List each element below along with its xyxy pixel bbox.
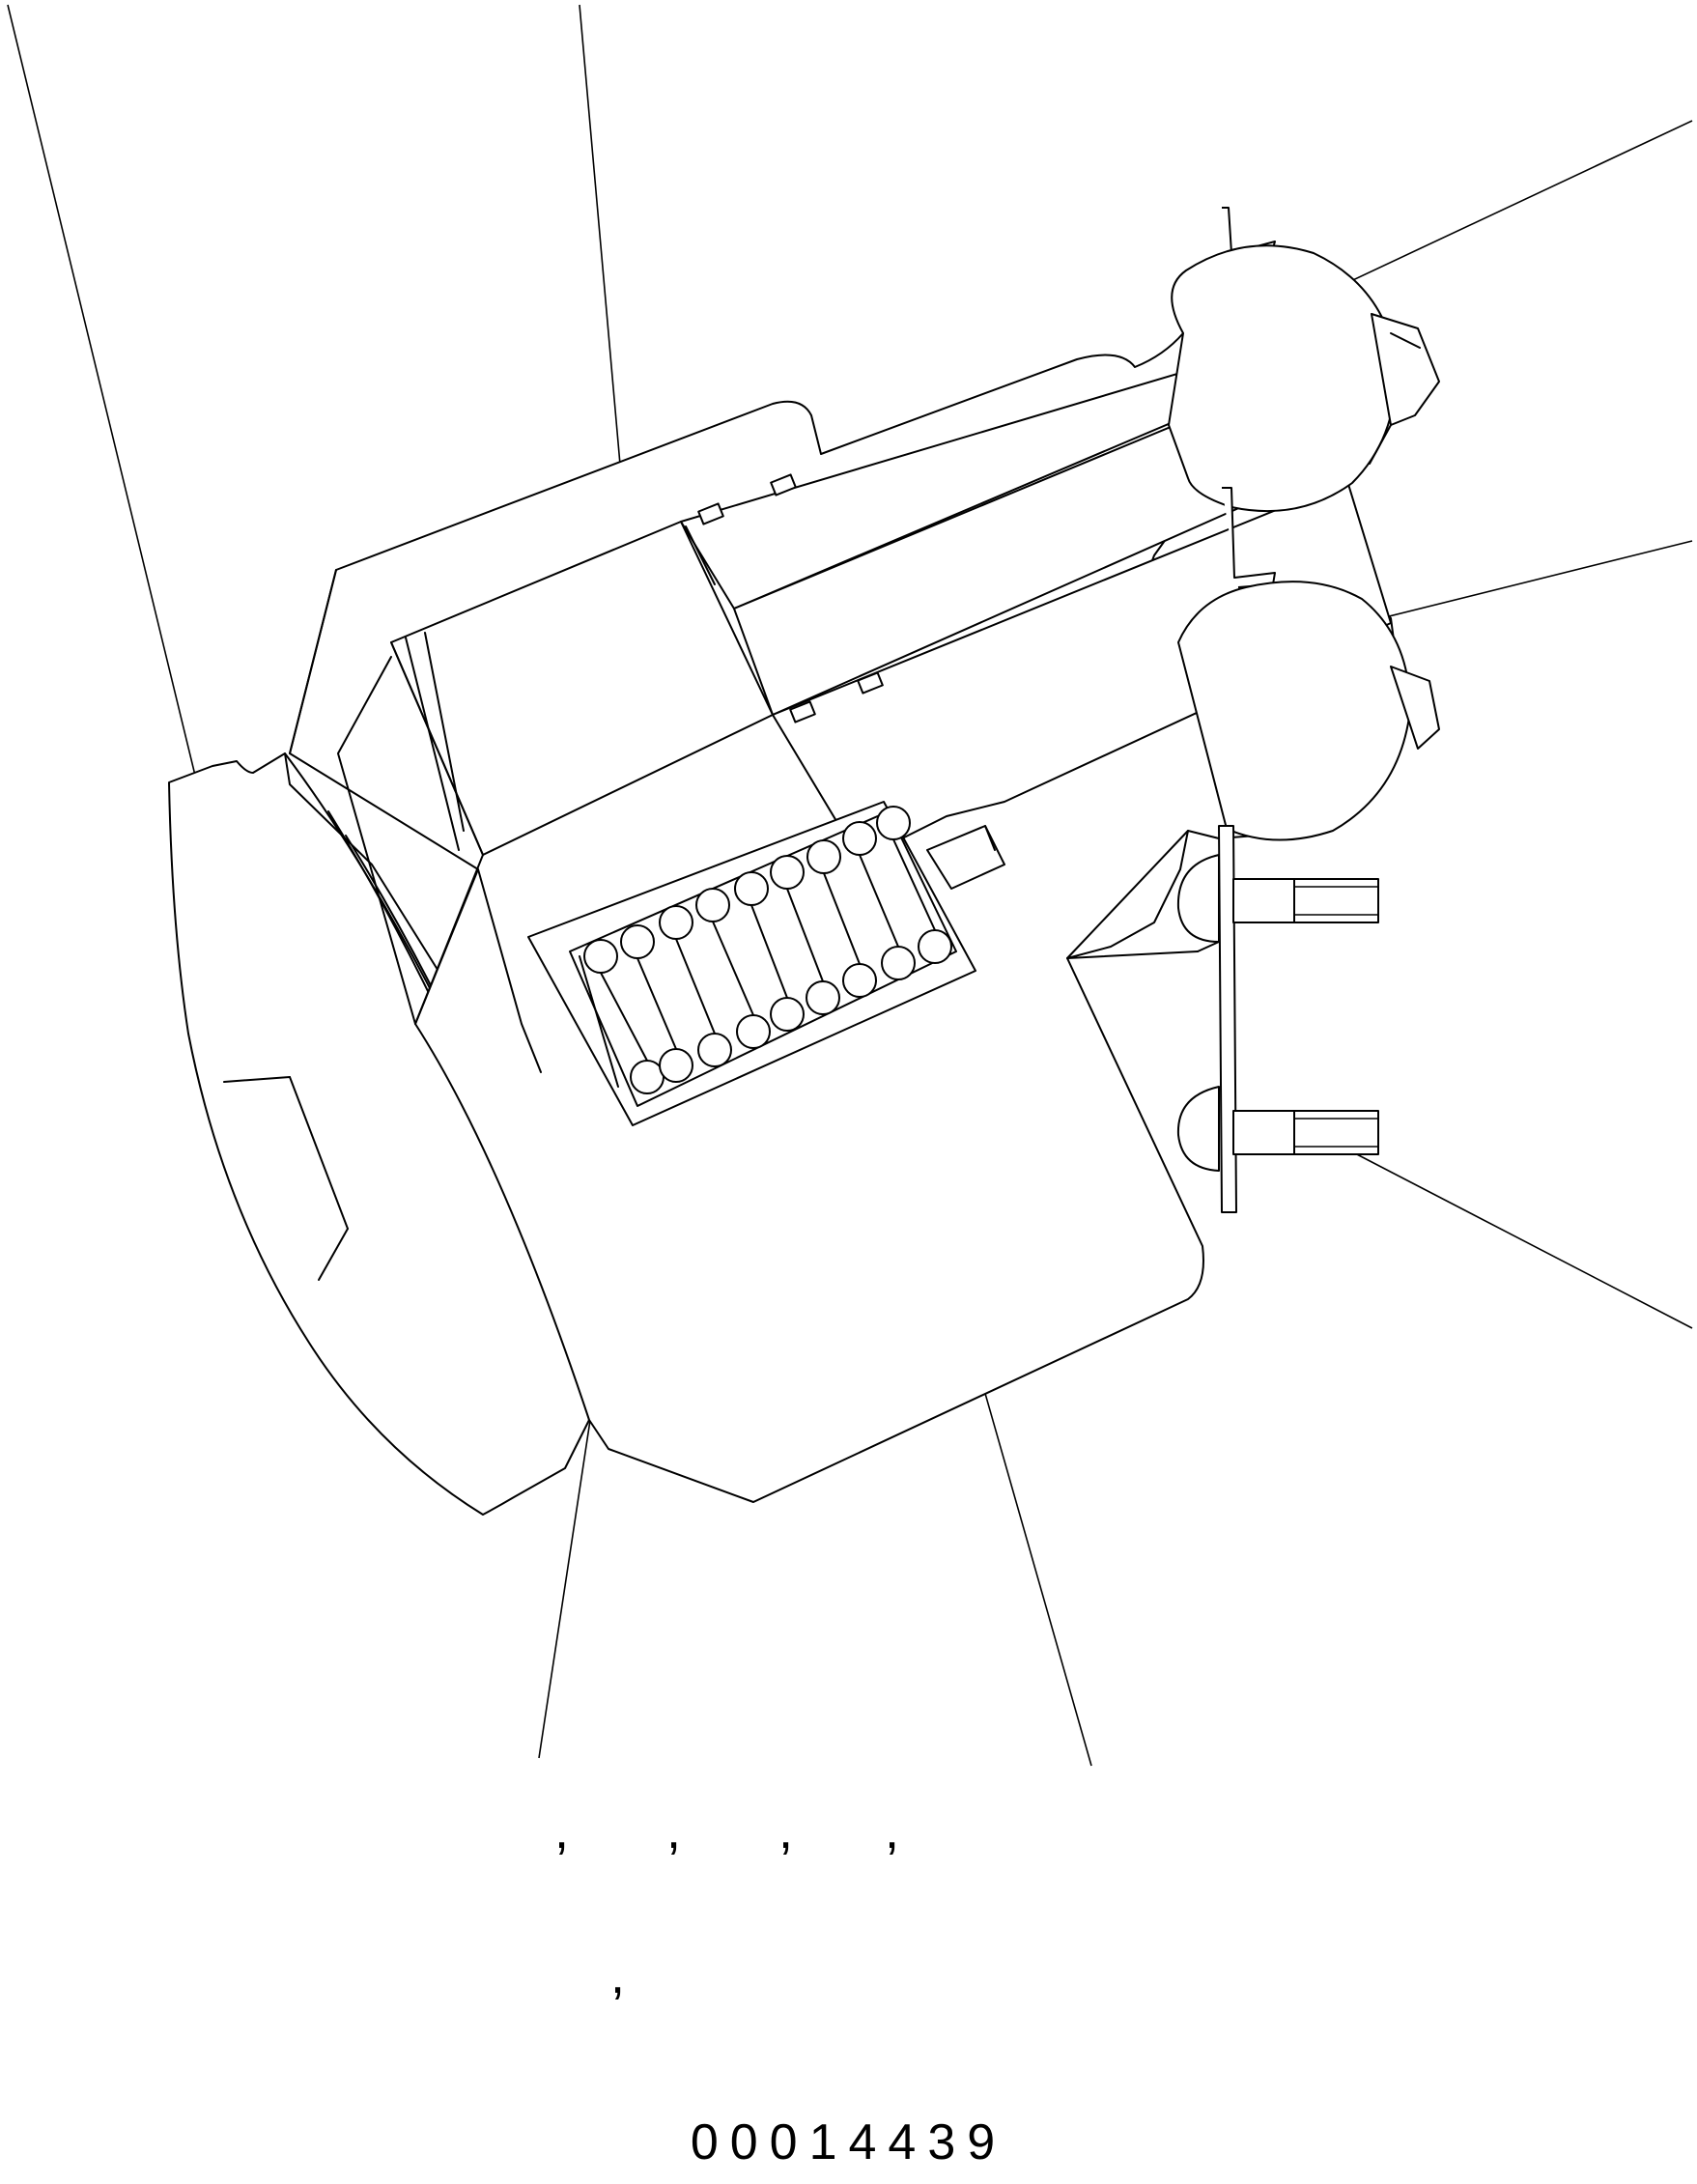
leader-line-4 xyxy=(1342,540,1693,629)
mounting-body xyxy=(168,752,617,1516)
spring-assembly xyxy=(527,801,1005,1126)
bolt-icon xyxy=(1176,1086,1379,1172)
leader-line-3 xyxy=(1342,120,1693,286)
callout-mark-5: , xyxy=(610,1946,626,2004)
leader-line-1 xyxy=(7,4,199,788)
bracket-and-bolts xyxy=(1176,825,1379,1213)
callout-mark-3: , xyxy=(778,1801,794,1859)
callout-mark-4: , xyxy=(885,1801,900,1859)
document-number: 00014439 xyxy=(690,2114,1007,2170)
leader-line-5 xyxy=(1324,1137,1693,1329)
callout-mark-2: , xyxy=(666,1801,682,1859)
upper-ball-fitting xyxy=(1168,207,1440,588)
coil-spring-icon xyxy=(583,806,952,1094)
lower-ball-fitting xyxy=(1177,581,1440,841)
leader-line-2 xyxy=(579,4,624,498)
bolt-icon xyxy=(1176,854,1379,943)
callout-mark-1: , xyxy=(554,1801,570,1859)
